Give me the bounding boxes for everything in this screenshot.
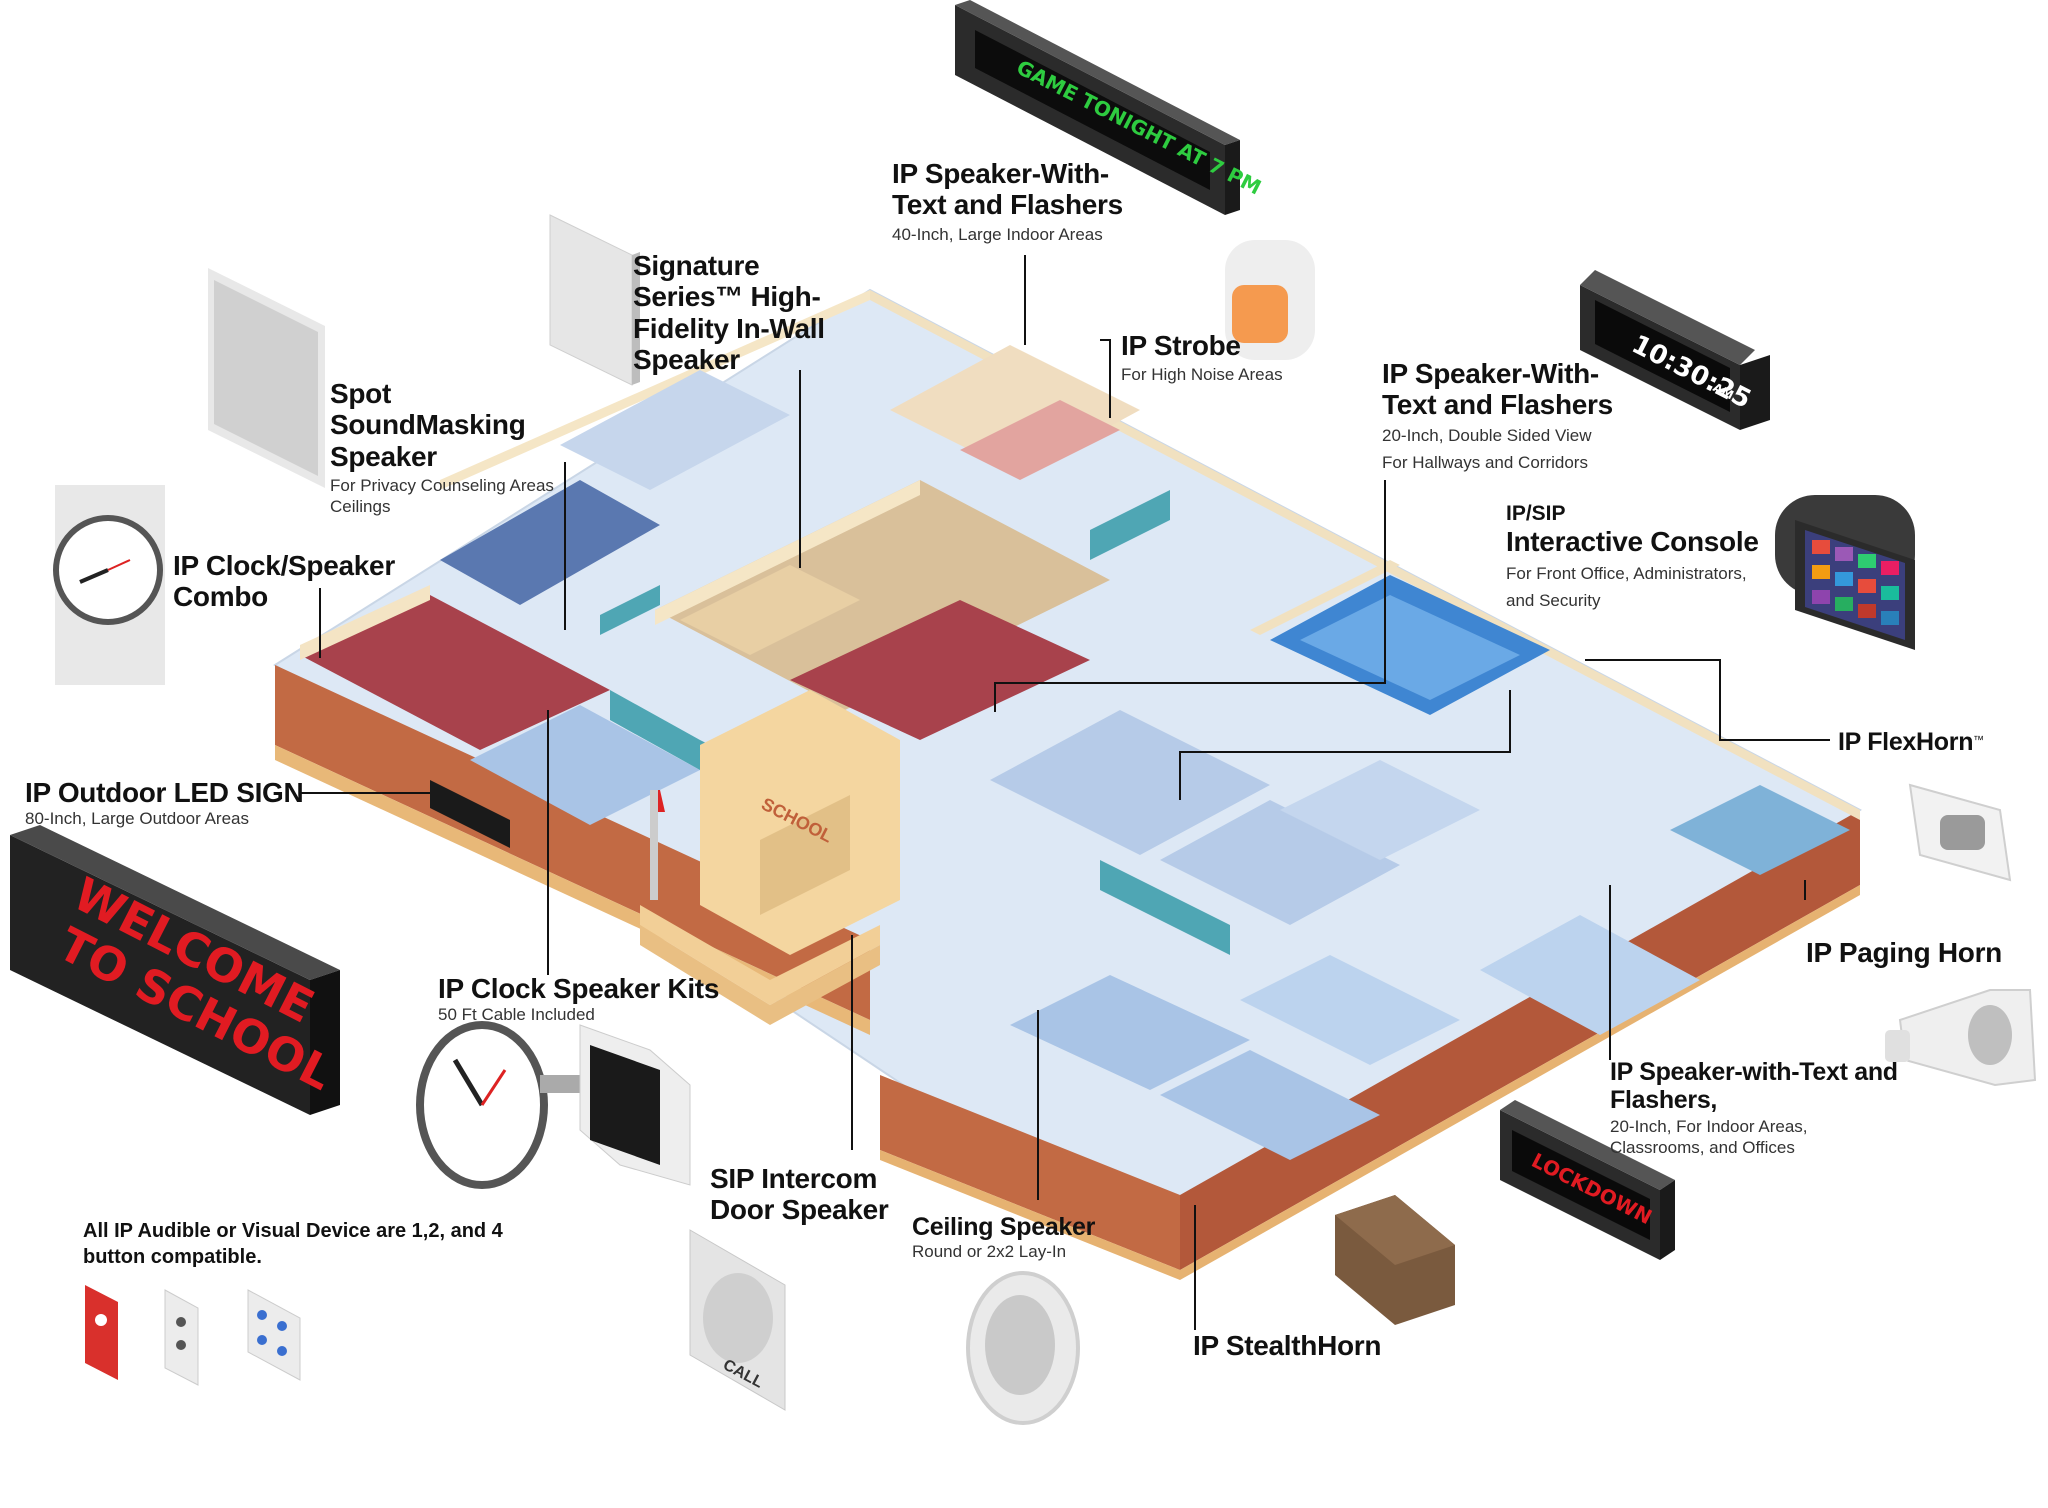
label-title: IP Outdoor LED SIGN [25,777,304,808]
label-title: IP Speaker-with-Text and Flashers, [1610,1058,1898,1114]
label-sub1: 20-Inch, For Indoor Areas, [1610,1117,1808,1136]
label-title: Spot SoundMasking Speaker [330,378,526,472]
label-speaker-text-40: IP Speaker-With-Text and Flashers 40-Inc… [892,158,1152,245]
leader-lines [300,255,1830,1330]
label-sub1: For Front Office, Administrators, [1506,563,1747,583]
label-tm: ™ [1973,734,1985,747]
label-title: Interactive Console [1506,525,1759,557]
label-sub2: Ceilings [330,497,391,517]
strobe-device [1225,240,1315,360]
label-title: IP Speaker-With-Text and Flashers [1382,358,1613,421]
console-tile [1812,540,1830,554]
label-speaker-text-20-double: IP Speaker-With-Text and Flashers 20-Inc… [1382,358,1642,473]
clock-speaker-kit-device [416,1021,691,1189]
clock-combo-device [53,485,165,685]
stealthhorn-device [1335,1195,1455,1325]
lockdown-sign-device: LOCKDOWN [1500,1100,1675,1260]
flexhorn-device [1908,783,2012,882]
label-sub: For High Noise Areas [1121,365,1283,385]
label-title: Ceiling Speaker [912,1213,1096,1241]
button-stations [85,1285,301,1386]
label-title: IP Speaker-With-Text and Flashers [892,158,1123,221]
paging-horn-device [1885,989,2037,1087]
outdoor-led-sign-device: WELCOME TO SCHOOL [10,825,341,1115]
label-signature-speaker: Signature Series™ High-Fidelity In-Wall … [633,250,868,375]
label-sub: 50 Ft Cable Included [438,1005,595,1025]
label-sub1: 20-Inch, Double Sided View [1382,425,1592,445]
label-sip-intercom: SIP Intercom Door Speaker [710,1163,910,1226]
label-title: IP Clock/Speaker Combo [173,550,395,613]
label-outdoor-led-sign: IP Outdoor LED SIGN 80-Inch, Large Outdo… [25,777,315,830]
intercom-device: CALL [689,1229,786,1411]
label-title: SIP Intercom Door Speaker [710,1163,889,1226]
label-flexhorn: IP FlexHorn™ [1838,728,2038,756]
label-spot-soundmasking: Spot SoundMasking Speaker For Privacy Co… [330,378,590,518]
label-clock-speaker-kits: IP Clock Speaker Kits 50 Ft Cable Includ… [438,973,738,1026]
label-title: IP Clock Speaker Kits [438,973,720,1004]
label-strobe: IP Strobe For High Noise Areas [1121,330,1321,386]
interactive-console-device [1775,495,1915,650]
label-sub2: and Security [1506,591,1601,611]
label-sub: 80-Inch, Large Outdoor Areas [25,809,249,829]
label-pre: IP/SIP [1506,502,1566,525]
label-ceiling-speaker: Ceiling Speaker Round or 2x2 Lay-In [912,1213,1132,1262]
label-title: IP FlexHorn [1838,728,1974,756]
label-title: IP StealthHorn [1193,1330,1382,1361]
label-title: IP Strobe [1121,330,1241,361]
label-sub2: Classrooms, and Offices [1610,1138,1795,1158]
label-interactive-console: IP/SIP Interactive Console For Front Off… [1506,502,1776,611]
clock-sign-20-device: 10:30:25 AM [1580,270,1770,430]
school-building [273,288,1862,1280]
label-sub: 40-Inch, Large Indoor Areas [892,224,1103,244]
button-compatibility-note: All IP Audible or Visual Device are 1,2,… [83,1220,503,1268]
label-paging-horn: IP Paging Horn [1806,937,2036,968]
label-stealthhorn: IP StealthHorn [1193,1330,1413,1361]
label-speaker-text-20-indoor: IP Speaker-with-Text and Flashers, 20-In… [1610,1058,1910,1159]
soundmasking-speaker-device [208,268,325,488]
signature-speaker-device [549,214,640,386]
ceiling-speaker-device [966,1271,1080,1425]
label-sub: Round or 2x2 Lay-In [912,1242,1067,1261]
label-sub1: For Privacy Counseling Areas [330,476,554,496]
label-title: Signature Series™ High-Fidelity In-Wall … [633,250,825,376]
label-clock-combo: IP Clock/Speaker Combo [173,550,403,613]
label-title: IP Paging Horn [1806,937,2002,968]
label-sub2: For Hallways and Corridors [1382,452,1588,472]
